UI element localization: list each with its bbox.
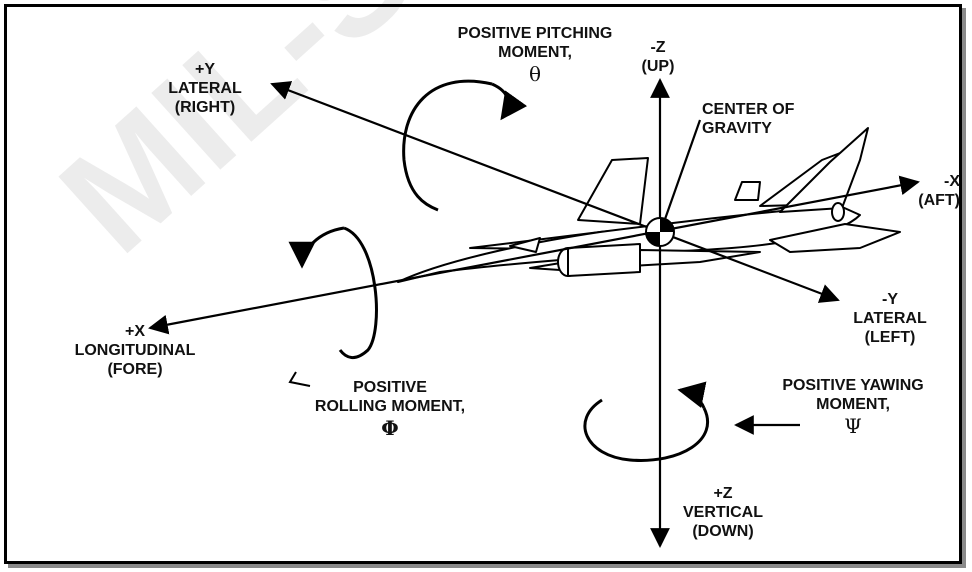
minus-x-label: -X(AFT) (918, 173, 960, 209)
center-of-gravity-symbol (645, 217, 675, 247)
cg-leader-line (662, 119, 702, 223)
phi-symbol: Φ (381, 416, 399, 440)
x-axis-line (148, 175, 920, 335)
rolling-moment-arc (288, 226, 378, 387)
axes (148, 78, 920, 548)
psi-symbol: Ψ (844, 414, 862, 438)
aircraft-silhouette (397, 127, 901, 283)
yawing-moment-arc (583, 381, 800, 462)
y-axis-line (270, 81, 840, 303)
theta-symbol: θ (528, 62, 542, 86)
pitching-moment-arc (402, 79, 528, 212)
minus-z-label: -Z(UP) (641, 39, 675, 75)
